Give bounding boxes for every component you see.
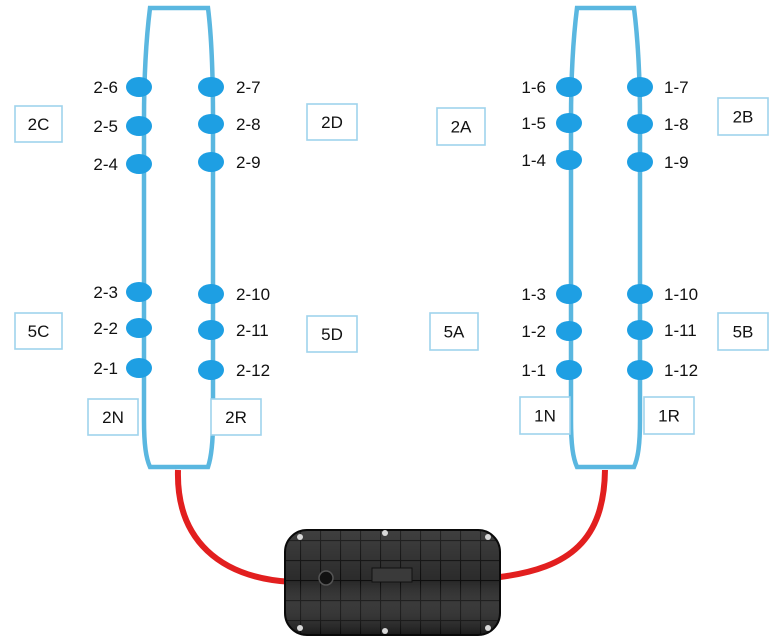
left-fiber-loop xyxy=(141,5,216,470)
right-assembly-box-label: 2B xyxy=(733,108,754,127)
right-assembly-port-label: 1-11 xyxy=(664,321,697,340)
right-assembly-box-label: 5A xyxy=(444,323,465,342)
left-assembly-port-label: 2-11 xyxy=(236,321,269,340)
right-assembly-port-1-12 xyxy=(627,360,653,380)
left-cable xyxy=(174,469,293,585)
right-assembly-port-1-7 xyxy=(627,77,653,97)
left-assembly-port-label: 2-10 xyxy=(236,285,270,304)
left-assembly-port-label: 2-2 xyxy=(93,319,118,338)
left-assembly-port-2-10 xyxy=(198,284,224,304)
left-assembly-port-2-3 xyxy=(126,282,152,302)
left-assembly-port-2-7 xyxy=(198,77,224,97)
left-assembly-port-label: 2-1 xyxy=(93,359,118,378)
right-assembly-box-bottom-left: 1N xyxy=(519,396,571,435)
left-assembly-box-upper-right: 2D xyxy=(306,103,358,141)
right-assembly-box-lower-left: 5A xyxy=(429,312,479,351)
right-assembly-port-1-1 xyxy=(556,360,582,380)
left-assembly-port-label: 2-12 xyxy=(236,361,270,380)
right-assembly-port-1-10 xyxy=(627,284,653,304)
left-assembly-port-2-11 xyxy=(198,320,224,340)
closure-logo-plate xyxy=(371,567,413,583)
left-assembly-port-2-12 xyxy=(198,360,224,380)
left-assembly-box-label: 2D xyxy=(321,113,343,132)
left-assembly-box-bottom-right: 2R xyxy=(210,398,262,436)
left-assembly-port-label: 2-7 xyxy=(236,78,261,97)
right-assembly-port-label: 1-7 xyxy=(664,78,689,97)
left-assembly-box-label: 5C xyxy=(28,322,50,341)
right-cable xyxy=(499,469,608,580)
right-assembly-box-upper-right: 2B xyxy=(717,97,769,136)
left-assembly-box-lower-left: 5C xyxy=(14,312,63,350)
left-assembly-port-2-8 xyxy=(198,114,224,134)
right-assembly-port-label: 1-1 xyxy=(521,361,546,380)
right-assembly-port-label: 1-6 xyxy=(521,78,546,97)
right-assembly-box-label: 2A xyxy=(451,118,472,137)
right-assembly-port-1-9 xyxy=(627,152,653,172)
left-assembly-box-label: 2C xyxy=(28,115,50,134)
right-assembly-port-label: 1-2 xyxy=(521,322,546,341)
left-assembly-port-2-2 xyxy=(126,318,152,338)
right-assembly-port-label: 1-10 xyxy=(664,285,698,304)
left-assembly-box-label: 2R xyxy=(225,408,247,427)
right-assembly-port-1-8 xyxy=(627,114,653,134)
right-assembly-box-bottom-right: 1R xyxy=(643,396,695,435)
right-assembly-box-label: 1N xyxy=(534,407,556,426)
boxes-layer: 2C 2D 5C 5D 2N 2R 2A 2B 5A 5B 1N 1R xyxy=(14,97,769,436)
left-assembly-port-2-5 xyxy=(126,116,152,136)
closure-port-icon xyxy=(318,570,334,586)
left-assembly-port-label: 2-8 xyxy=(236,115,261,134)
right-assembly-port-1-5 xyxy=(556,113,582,133)
right-assembly-port-1-3 xyxy=(556,284,582,304)
right-assembly-port-1-11 xyxy=(627,320,653,340)
left-assembly-box-lower-right: 5D xyxy=(306,315,358,353)
left-assembly-box-label: 2N xyxy=(102,408,124,427)
left-assembly-port-2-1 xyxy=(126,358,152,378)
right-assembly-box-upper-left: 2A xyxy=(436,107,486,146)
ports-layer: 2-6 2-5 2-4 2-3 2-2 2-1 2-7 2-8 2-9 2-10 2-11 2-12 1… xyxy=(93,77,698,380)
right-assembly-port-label: 1-3 xyxy=(521,285,546,304)
right-assembly-port-label: 1-12 xyxy=(664,361,698,380)
right-assembly-box-label: 1R xyxy=(658,407,680,426)
left-assembly-port-2-9 xyxy=(198,152,224,172)
left-assembly-box-label: 5D xyxy=(321,325,343,344)
left-assembly-port-label: 2-6 xyxy=(93,78,118,97)
left-assembly-port-label: 2-5 xyxy=(93,117,118,136)
right-assembly-port-1-6 xyxy=(556,77,582,97)
left-assembly-port-2-6 xyxy=(126,77,152,97)
right-assembly-port-label: 1-5 xyxy=(521,114,546,133)
left-assembly-box-bottom-left: 2N xyxy=(87,398,139,436)
left-assembly-port-label: 2-4 xyxy=(93,155,118,174)
splice-closure xyxy=(284,529,501,636)
right-assembly-port-1-4 xyxy=(556,150,582,170)
right-assembly-box-lower-right: 5B xyxy=(717,312,769,351)
right-assembly-port-label: 1-9 xyxy=(664,153,689,172)
right-fiber-loop xyxy=(568,5,643,470)
left-assembly-port-label: 2-9 xyxy=(236,153,261,172)
right-assembly-port-label: 1-4 xyxy=(521,151,546,170)
left-assembly-port-2-4 xyxy=(126,154,152,174)
left-assembly-port-label: 2-3 xyxy=(93,283,118,302)
right-assembly-port-1-2 xyxy=(556,321,582,341)
right-assembly-port-label: 1-8 xyxy=(664,115,689,134)
left-assembly-box-upper-left: 2C xyxy=(14,105,63,143)
right-assembly-box-label: 5B xyxy=(733,323,754,342)
